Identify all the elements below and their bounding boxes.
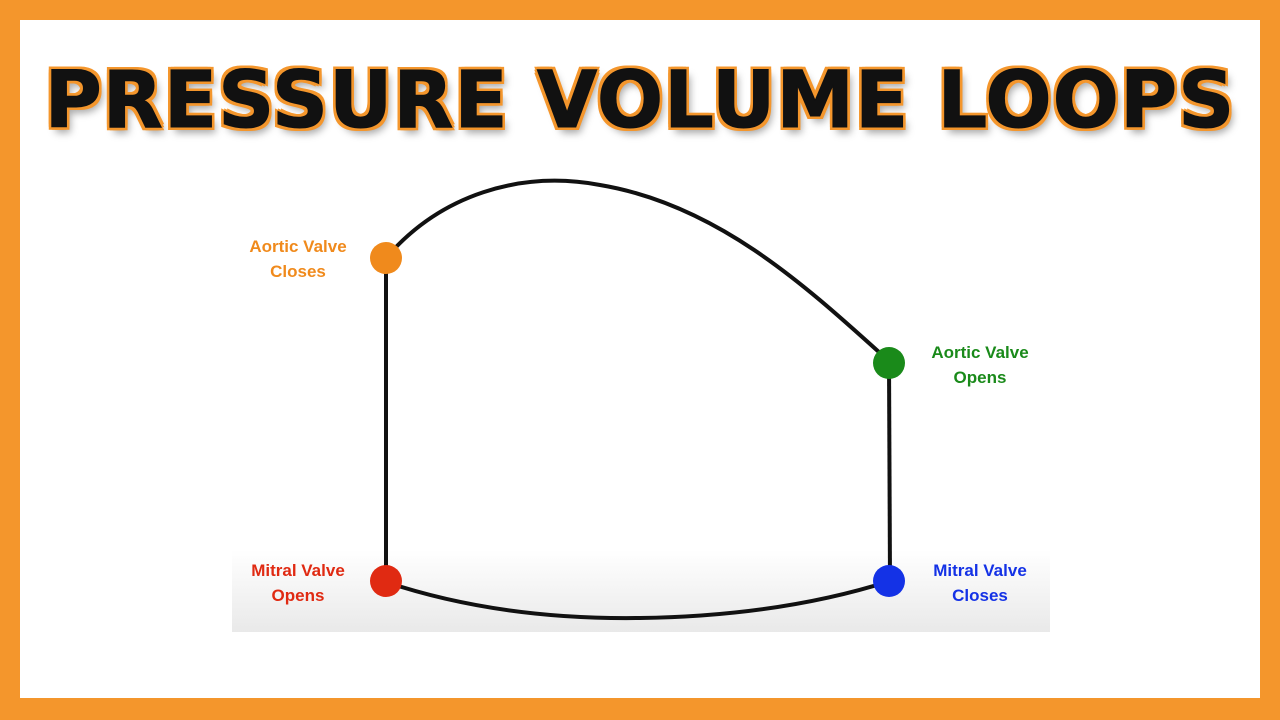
- ejection-curve: [384, 178, 892, 364]
- filling-curve: [384, 579, 892, 621]
- mitral-valve-closes-label: Mitral Valve Closes: [933, 561, 1027, 605]
- mitral-valve-opens-point: [370, 565, 402, 597]
- aortic-valve-closes-label: Aortic Valve Closes: [249, 237, 347, 281]
- mitral-valve-opens-label: Mitral Valve Opens: [251, 561, 345, 605]
- slide-frame: PRESSURE VOLUME LOOPS Aortic Valve Close…: [20, 20, 1260, 698]
- aortic-valve-closes-point: [370, 242, 402, 274]
- aortic-valve-opens-label: Aortic Valve Opens: [931, 343, 1029, 387]
- aortic-valve-opens-point: [873, 347, 905, 379]
- pv-loop-diagram: [370, 178, 905, 621]
- mitral-valve-closes-point: [873, 565, 905, 597]
- page-title: PRESSURE VOLUME LOOPS: [44, 56, 1236, 146]
- isovolumic-contraction-line: [887, 361, 892, 582]
